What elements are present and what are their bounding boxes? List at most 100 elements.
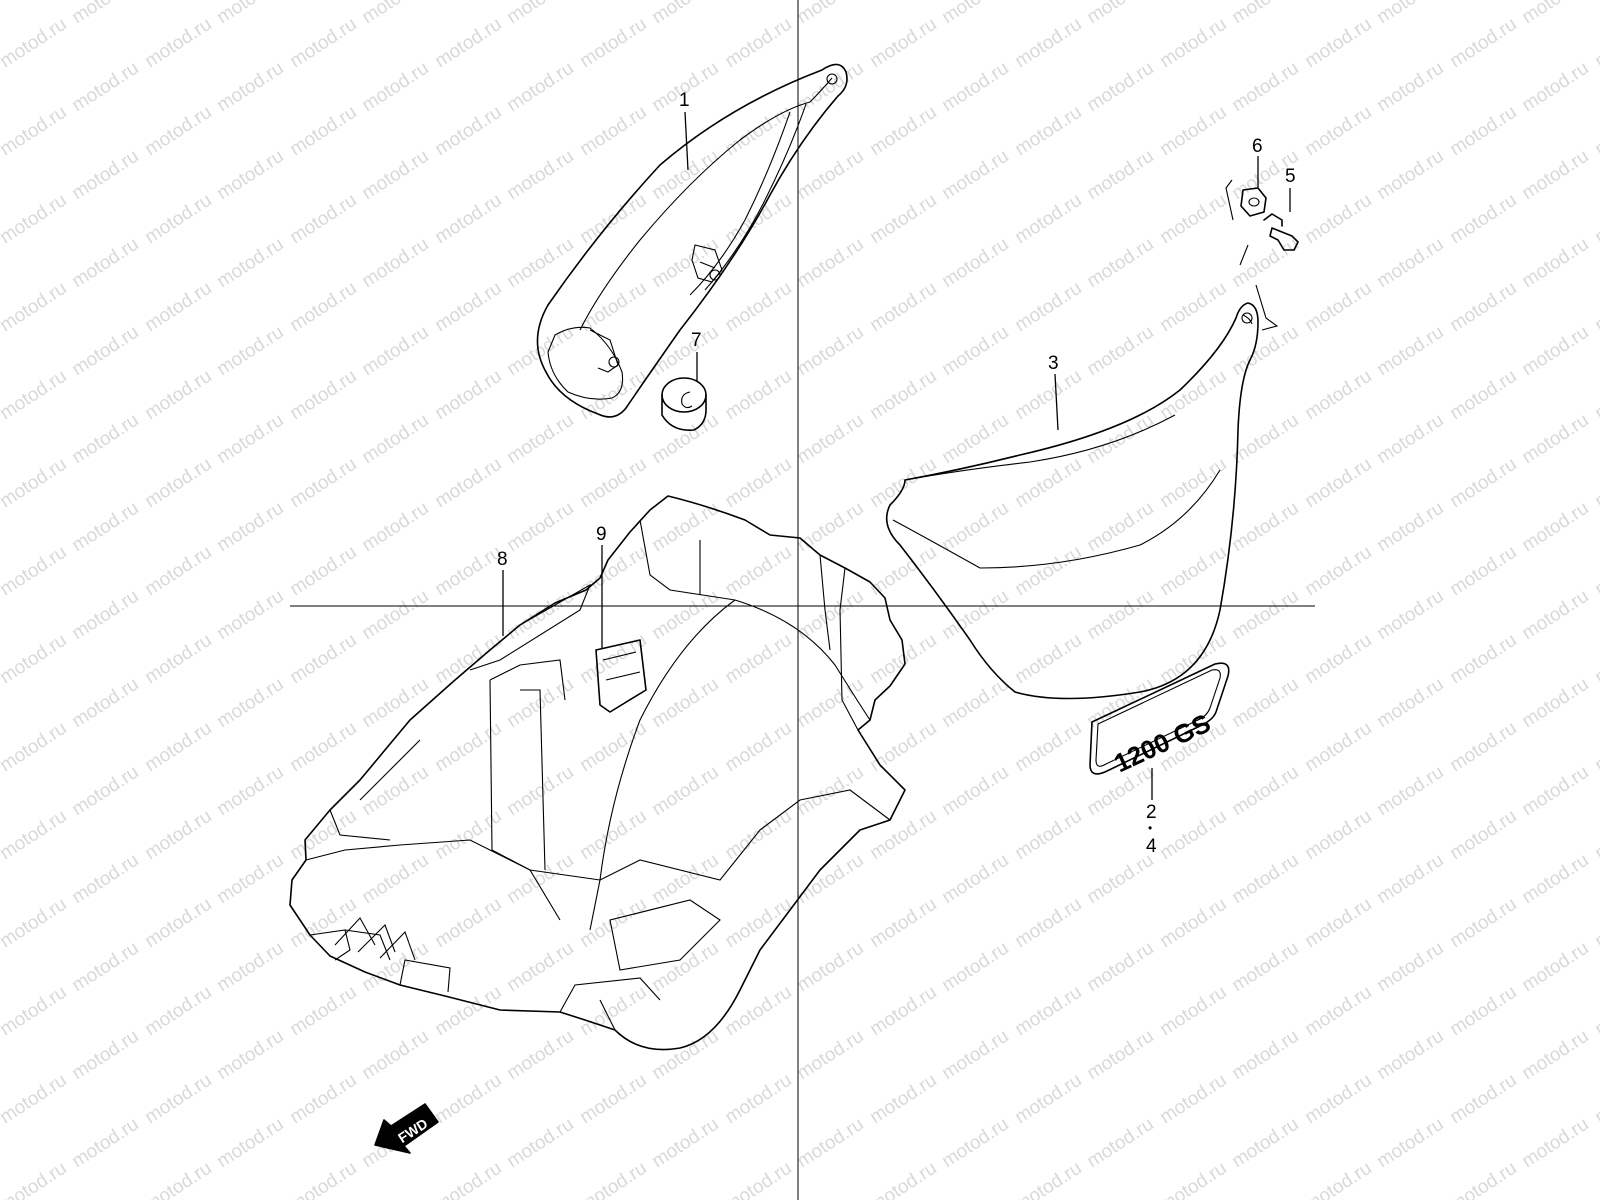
- watermark-text: motod.ru: [286, 718, 360, 776]
- watermark-text: motod.ru: [721, 894, 795, 952]
- watermark-text: motod.ru: [358, 146, 432, 204]
- watermark-text: motod.ru: [938, 850, 1012, 908]
- watermark-text: motod.ru: [1011, 366, 1085, 424]
- watermark-text: motod.ru: [938, 58, 1012, 116]
- watermark-text: motod.ru: [1228, 0, 1302, 28]
- watermark-text: motod.ru: [1591, 982, 1600, 1040]
- watermark-text: motod.ru: [0, 278, 71, 336]
- watermark-text: motod.ru: [1228, 850, 1302, 908]
- watermark-text: motod.ru: [503, 410, 577, 468]
- watermark-text: motod.ru: [1083, 58, 1157, 116]
- watermark-text: motod.ru: [1156, 542, 1230, 600]
- watermark-text: motod.ru: [576, 14, 650, 72]
- watermark-text: motod.ru: [648, 938, 722, 996]
- watermark-text: motod.ru: [866, 1070, 940, 1128]
- watermark-text: motod.ru: [503, 234, 577, 292]
- watermark-text: motod.ru: [503, 146, 577, 204]
- watermark-text: motod.ru: [721, 190, 795, 248]
- watermark-text: motod.ru: [213, 674, 287, 732]
- watermark-text: motod.ru: [1518, 146, 1592, 204]
- watermark-text: motod.ru: [1518, 674, 1592, 732]
- watermark-text: motod.ru: [866, 718, 940, 776]
- watermark-text: motod.ru: [141, 542, 215, 600]
- watermark-text: motod.ru: [793, 938, 867, 996]
- part-8-rear-fender[interactable]: [289, 495, 906, 1051]
- watermark-text: motod.ru: [1011, 102, 1085, 160]
- watermark-text: motod.ru: [938, 938, 1012, 996]
- watermark-text: motod.ru: [1446, 630, 1520, 688]
- watermark-text: motod.ru: [1083, 586, 1157, 644]
- callout-5: 5: [1285, 166, 1296, 187]
- part-7-grommet[interactable]: [661, 377, 707, 432]
- watermark-text: motod.ru: [1446, 718, 1520, 776]
- watermark-text: motod.ru: [648, 1026, 722, 1084]
- watermark-text: motod.ru: [1373, 586, 1447, 644]
- watermark-text: motod.ru: [0, 1158, 71, 1200]
- watermark-text: motod.ru: [1591, 190, 1600, 248]
- watermark-text: motod.ru: [576, 1070, 650, 1128]
- watermark-text: motod.ru: [1301, 278, 1375, 336]
- watermark-text: motod.ru: [68, 1114, 142, 1172]
- callout-3: 3: [1048, 353, 1059, 374]
- watermark-text: motod.ru: [866, 806, 940, 864]
- watermark-text: motod.ru: [721, 1070, 795, 1128]
- watermark-text: motod.ru: [431, 454, 505, 512]
- watermark-text: motod.ru: [68, 938, 142, 996]
- mounting-guide-line: [1225, 179, 1279, 331]
- watermark-text: motod.ru: [68, 1026, 142, 1084]
- watermark-text: motod.ru: [0, 190, 71, 248]
- watermark-text: motod.ru: [721, 630, 795, 688]
- watermark-text: motod.ru: [0, 806, 71, 864]
- watermark-text: motod.ru: [866, 14, 940, 72]
- watermark-text: motod.ru: [431, 630, 505, 688]
- watermark-text: motod.ru: [938, 1026, 1012, 1084]
- watermark-text: motod.ru: [866, 894, 940, 952]
- watermark-text: motod.ru: [1083, 1026, 1157, 1084]
- watermark-text: motod.ru: [1228, 1026, 1302, 1084]
- watermark-text: motod.ru: [1228, 762, 1302, 820]
- watermark-text: motod.ru: [68, 674, 142, 732]
- part-9-pad[interactable]: [595, 639, 647, 713]
- watermark-text: motod.ru: [141, 102, 215, 160]
- watermark-text: motod.ru: [721, 454, 795, 512]
- watermark-text: motod.ru: [1228, 410, 1302, 468]
- watermark-text: motod.ru: [938, 1114, 1012, 1172]
- watermark-text: motod.ru: [866, 630, 940, 688]
- watermark-text: motod.ru: [431, 190, 505, 248]
- watermark-text: motod.ru: [1011, 894, 1085, 952]
- watermark-text: motod.ru: [213, 322, 287, 380]
- watermark-text: motod.ru: [938, 146, 1012, 204]
- watermark-text: motod.ru: [1301, 542, 1375, 600]
- watermark-text: motod.ru: [866, 454, 940, 512]
- watermark-text: motod.ru: [721, 982, 795, 1040]
- watermark-text: motod.ru: [1156, 982, 1230, 1040]
- watermark-text: motod.ru: [1011, 14, 1085, 72]
- watermark-text: motod.ru: [1301, 366, 1375, 424]
- watermark-text: motod.ru: [0, 894, 71, 952]
- watermark-text: motod.ru: [358, 674, 432, 732]
- watermark-text: motod.ru: [1228, 322, 1302, 380]
- part-1-tail-cover[interactable]: [536, 63, 848, 418]
- watermark-text: motod.ru: [1011, 278, 1085, 336]
- watermark-text: motod.ru: [503, 586, 577, 644]
- callout-4: 4: [1146, 836, 1157, 857]
- watermark-text: motod.ru: [213, 234, 287, 292]
- watermark-text: motod.ru: [648, 0, 722, 28]
- watermark-text: motod.ru: [213, 586, 287, 644]
- watermark-text: motod.ru: [141, 454, 215, 512]
- watermark-text: motod.ru: [286, 366, 360, 424]
- watermark-text: motod.ru: [1156, 366, 1230, 424]
- watermark-text: motod.ru: [358, 322, 432, 380]
- watermark-text: motod.ru: [1228, 938, 1302, 996]
- watermark-text: motod.ru: [141, 278, 215, 336]
- watermark-text: motod.ru: [1301, 454, 1375, 512]
- watermark-text: motod.ru: [648, 410, 722, 468]
- watermark-text: motod.ru: [1301, 102, 1375, 160]
- watermark-text: motod.ru: [286, 190, 360, 248]
- part-3-side-cover[interactable]: [885, 302, 1259, 700]
- callout-2: 2: [1146, 802, 1157, 823]
- watermark-text: motod.ru: [1591, 806, 1600, 864]
- watermark-text: motod.ru: [866, 982, 940, 1040]
- part-5-screw[interactable]: [1263, 213, 1299, 251]
